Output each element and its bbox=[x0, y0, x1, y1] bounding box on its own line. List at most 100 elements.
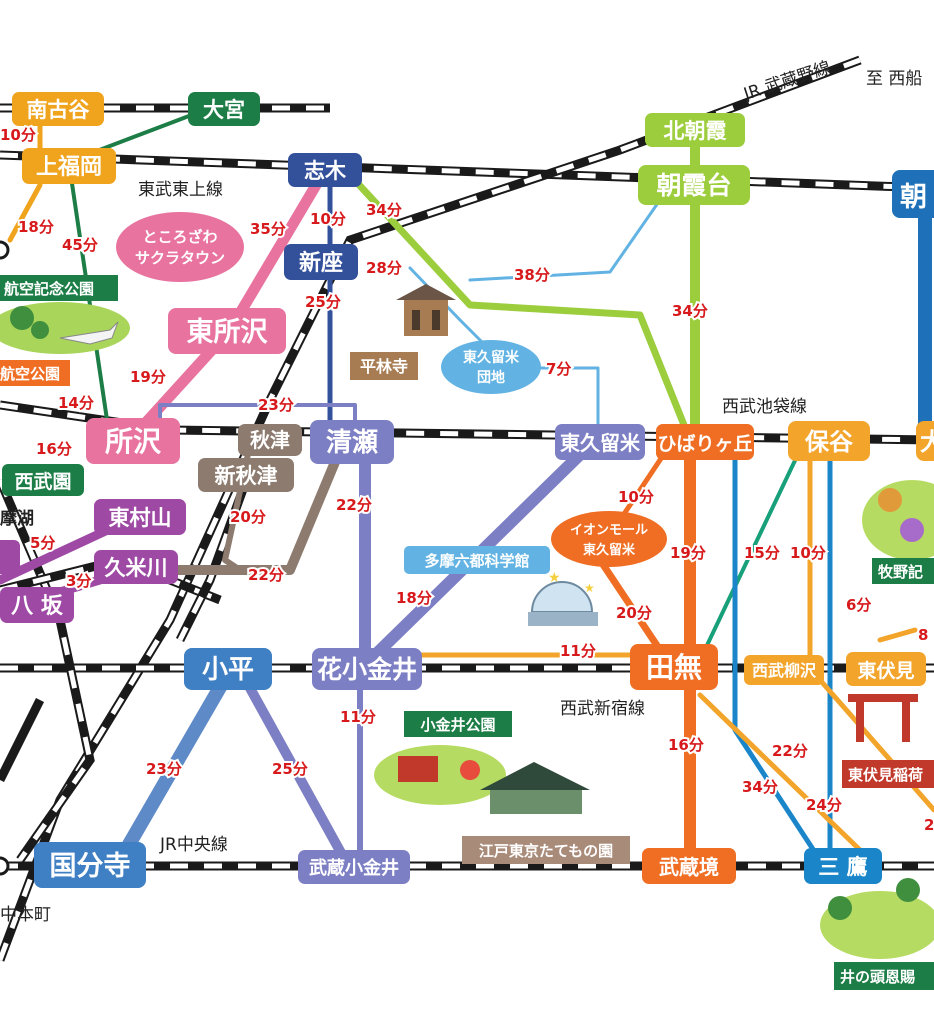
station-higashi-fushimi: 東伏見 bbox=[846, 652, 926, 686]
svg-text:花小金井: 花小金井 bbox=[317, 655, 417, 684]
svg-text:5分: 5分 bbox=[30, 534, 55, 552]
landmark-sakura-town: ところざわ サクラタウン bbox=[116, 212, 244, 282]
svg-text:10分: 10分 bbox=[790, 544, 826, 562]
svg-text:16分: 16分 bbox=[36, 440, 72, 458]
svg-text:多摩六都科学館: 多摩六都科学館 bbox=[424, 552, 529, 570]
svg-text:34分: 34分 bbox=[672, 302, 708, 320]
svg-text:14分: 14分 bbox=[58, 394, 94, 412]
svg-text:20分: 20分 bbox=[616, 604, 652, 622]
svg-text:団地: 団地 bbox=[477, 369, 505, 386]
svg-text:小平: 小平 bbox=[202, 655, 254, 685]
svg-text:25分: 25分 bbox=[305, 293, 341, 311]
svg-text:22分: 22分 bbox=[772, 742, 808, 760]
svg-text:19分: 19分 bbox=[130, 368, 166, 386]
station-nishi-yagisawa: 西武柳沢 bbox=[744, 655, 824, 685]
station-musashisakai: 武蔵境 bbox=[642, 848, 736, 884]
svg-text:東伏見: 東伏見 bbox=[857, 659, 914, 682]
svg-text:朝霞台: 朝霞台 bbox=[656, 171, 731, 200]
torii-icon bbox=[848, 694, 918, 702]
svg-text:25分: 25分 bbox=[272, 760, 308, 778]
planetarium-icon bbox=[530, 581, 594, 613]
to-nishi-label: 至 西船 bbox=[866, 69, 922, 89]
svg-text:井の頭恩賜: 井の頭恩賜 bbox=[840, 968, 915, 986]
svg-text:20分: 20分 bbox=[230, 508, 266, 526]
svg-text:久米川: 久米川 bbox=[105, 556, 168, 580]
travel-times: 10分 18分 45分 35分 10分 34分 25分 28分 38分 34分 … bbox=[0, 124, 934, 836]
seibu-ikebukuro-label: 西武池袋線 bbox=[722, 397, 807, 417]
svg-text:北朝霞: 北朝霞 bbox=[664, 119, 728, 143]
bbq-icon bbox=[398, 756, 438, 782]
svg-text:ところざわ: ところざわ bbox=[142, 228, 217, 246]
station-hibarigaoka: ひばりヶ丘 bbox=[656, 424, 754, 460]
svg-text:28分: 28分 bbox=[366, 259, 402, 277]
svg-text:南古谷: 南古谷 bbox=[27, 98, 91, 122]
station-higashi-kurume: 東久留米 bbox=[555, 424, 645, 460]
station-kokubunji: 国分寺 bbox=[34, 842, 146, 888]
station-kita-asaka: 北朝霞 bbox=[645, 113, 745, 147]
svg-text:★: ★ bbox=[548, 570, 561, 586]
svg-text:東所沢: 東所沢 bbox=[187, 317, 269, 348]
landmark-edo-museum: 江戸東京たてもの園 bbox=[462, 762, 630, 864]
station-higashi-murayama: 東村山 bbox=[94, 499, 186, 535]
svg-text:7分: 7分 bbox=[546, 360, 571, 378]
tree-icon bbox=[896, 878, 920, 902]
svg-text:34分: 34分 bbox=[742, 778, 778, 796]
svg-text:東久留米: 東久留米 bbox=[560, 431, 641, 455]
station-asakadai: 朝霞台 bbox=[638, 165, 750, 205]
landmarks: ところざわ サクラタウン 航空記念公園 航空公園 平林寺 東久留米 団 bbox=[0, 212, 934, 990]
svg-text:ひばりヶ丘: ひばりヶ丘 bbox=[657, 433, 752, 455]
routes bbox=[0, 106, 934, 867]
chair-icon bbox=[460, 760, 480, 780]
svg-text:武蔵小金井: 武蔵小金井 bbox=[309, 857, 399, 879]
station-kami-fukuoka: 上福岡 bbox=[22, 148, 116, 184]
svg-text:航空公園: 航空公園 bbox=[0, 365, 60, 383]
svg-text:16分: 16分 bbox=[668, 736, 704, 754]
svg-text:江戸東京たてもの園: 江戸東京たてもの園 bbox=[479, 842, 613, 860]
svg-text:22分: 22分 bbox=[248, 566, 284, 584]
station-shin-akitsu: 新秋津 bbox=[198, 458, 294, 492]
station-hoya: 保谷 bbox=[788, 421, 870, 461]
svg-text:東久留米: 東久留米 bbox=[463, 349, 520, 366]
station-kiyose: 清瀬 bbox=[310, 420, 394, 464]
svg-text:東村山: 東村山 bbox=[109, 506, 172, 530]
tree-icon bbox=[828, 896, 852, 920]
tree-icon bbox=[878, 488, 902, 512]
landmark-tama-science: 多摩六都科学館 ★ ★ bbox=[404, 546, 598, 626]
landmark-danchi: 東久留米 団地 bbox=[441, 340, 541, 394]
station-niiza: 新座 bbox=[284, 244, 358, 280]
nakahoncho-label: 中本町 bbox=[0, 905, 51, 925]
svg-text:24分: 24分 bbox=[806, 796, 842, 814]
svg-text:11分: 11分 bbox=[340, 708, 376, 726]
svg-text:サクラタウン: サクラタウン bbox=[135, 249, 225, 267]
svg-text:3分: 3分 bbox=[66, 572, 91, 590]
svg-text:平林寺: 平林寺 bbox=[360, 357, 408, 376]
svg-text:23分: 23分 bbox=[258, 396, 294, 414]
svg-text:18分: 18分 bbox=[396, 589, 432, 607]
landmark-aeon: イオンモール 東久留米 bbox=[551, 511, 667, 567]
landmark-inokashira: 井の頭恩賜 bbox=[820, 878, 934, 990]
tree-icon bbox=[31, 321, 49, 339]
svg-text:10分: 10分 bbox=[618, 488, 654, 506]
tobu-tojo-label: 東武東上線 bbox=[138, 180, 223, 200]
svg-text:19分: 19分 bbox=[670, 544, 706, 562]
svg-text:8: 8 bbox=[918, 626, 928, 644]
tamako-label: 摩湖 bbox=[0, 508, 34, 529]
svg-text:東久留米: 東久留米 bbox=[583, 542, 636, 558]
station-asaka-edge: 朝 bbox=[892, 170, 934, 218]
landmark-fushimi-inari: 東伏見稲荷 bbox=[842, 694, 934, 788]
svg-text:小金井公園: 小金井公園 bbox=[420, 716, 495, 734]
station-akitsu: 秋津 bbox=[238, 424, 302, 456]
svg-text:田無: 田無 bbox=[646, 651, 702, 684]
svg-text:2: 2 bbox=[924, 816, 934, 834]
svg-text:15分: 15分 bbox=[744, 544, 780, 562]
station-ohizumi-edge: 大 bbox=[916, 421, 934, 461]
landmark-aviation-park: 航空記念公園 航空公園 bbox=[0, 275, 130, 386]
svg-text:34分: 34分 bbox=[366, 201, 402, 219]
station-shiki: 志木 bbox=[288, 153, 362, 187]
svg-text:大: 大 bbox=[920, 428, 934, 456]
svg-text:新秋津: 新秋津 bbox=[215, 464, 278, 488]
station-seibuen: 西武園 bbox=[2, 464, 84, 496]
svg-text:所沢: 所沢 bbox=[105, 425, 162, 458]
svg-text:国分寺: 国分寺 bbox=[50, 851, 131, 882]
landmark-heirinji: 平林寺 bbox=[350, 284, 456, 380]
